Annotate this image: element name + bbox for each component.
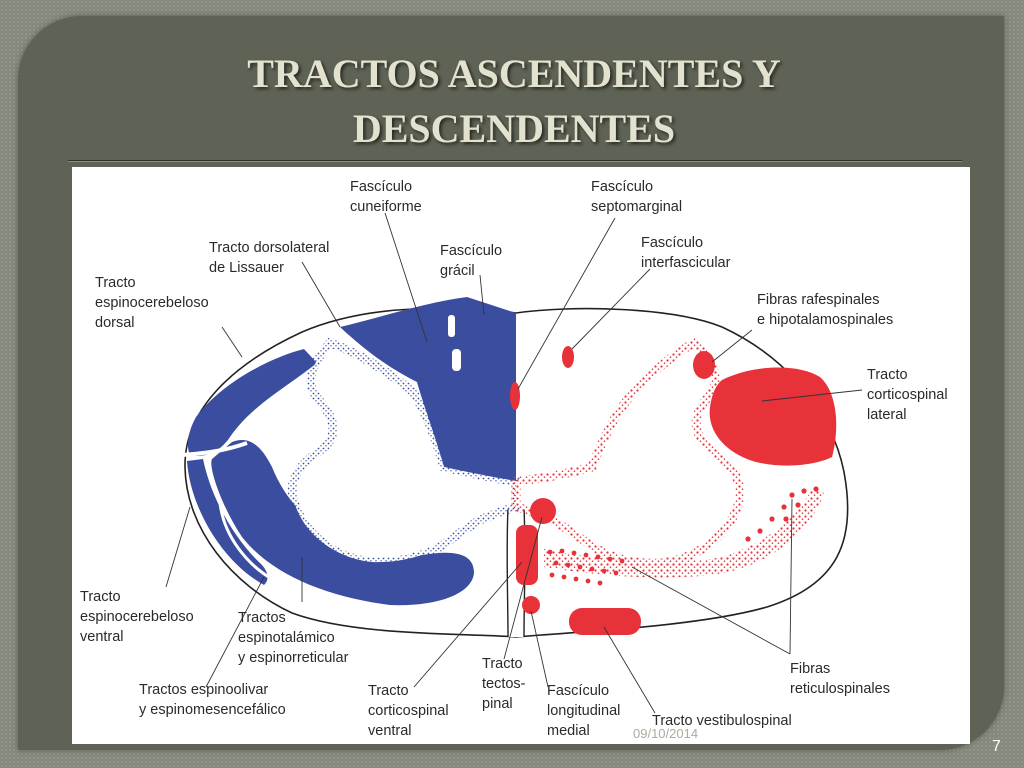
ventral-reticular-dots bbox=[547, 486, 819, 586]
svg-text:pinal: pinal bbox=[482, 696, 513, 712]
label-espinotalamico: Tractos espinotalámico y espinorreticula… bbox=[238, 610, 349, 666]
svg-text:Tracto: Tracto bbox=[482, 656, 523, 672]
label-corticospinal-ventral: Tracto corticospinal ventral bbox=[368, 683, 449, 739]
svg-text:y espinorreticular: y espinorreticular bbox=[238, 650, 349, 666]
svg-text:interfascicular: interfascicular bbox=[641, 255, 731, 271]
spinocerebellar-dorsal-blue bbox=[187, 349, 317, 456]
leader-lines bbox=[165, 212, 863, 714]
svg-text:medial: medial bbox=[547, 723, 590, 739]
slide-title: TRACTOS ASCENDENTES Y DESCENDENTES bbox=[68, 46, 960, 156]
label-corticospinal-lateral: Tracto corticospinal lateral bbox=[867, 367, 948, 423]
svg-text:Tracto: Tracto bbox=[368, 683, 409, 699]
svg-text:Tractos espinoolivar: Tractos espinoolivar bbox=[139, 682, 268, 698]
svg-text:Fascículo: Fascículo bbox=[350, 179, 412, 195]
slide-page-number: 7 bbox=[992, 738, 1001, 755]
svg-text:Fascículo: Fascículo bbox=[641, 235, 703, 251]
svg-text:Tracto dorsolateral: Tracto dorsolateral bbox=[209, 240, 329, 256]
medial-longitudinal-red bbox=[522, 596, 540, 614]
title-line-1: TRACTOS ASCENDENTES Y bbox=[247, 51, 781, 96]
svg-text:Fibras: Fibras bbox=[790, 661, 830, 677]
svg-text:septomarginal: septomarginal bbox=[591, 199, 682, 215]
svg-text:ventral: ventral bbox=[80, 629, 124, 645]
vestibulospinal-red bbox=[569, 608, 641, 635]
label-espinoolivar: Tractos espinoolivar y espinomesencefáli… bbox=[139, 682, 286, 718]
svg-text:cuneiforme: cuneiforme bbox=[350, 199, 422, 215]
tract-divider bbox=[181, 441, 248, 457]
svg-text:y espinomesencefálico: y espinomesencefálico bbox=[139, 702, 286, 718]
svg-text:Fascículo: Fascículo bbox=[591, 179, 653, 195]
label-fasciculo-cuneiforme: Fascículo cuneiforme bbox=[350, 179, 422, 215]
dorsal-columns-blue bbox=[340, 297, 516, 481]
label-espinocerebeloso-ventral: Tracto espinocerebeloso ventral bbox=[80, 589, 194, 645]
svg-text:corticospinal: corticospinal bbox=[867, 387, 948, 403]
title-line-2: DESCENDENTES bbox=[352, 106, 676, 151]
svg-text:Fibras rafespinales: Fibras rafespinales bbox=[757, 292, 880, 308]
corticospinal-ventral-red bbox=[516, 525, 538, 585]
svg-text:lateral: lateral bbox=[867, 407, 907, 423]
svg-text:Tracto: Tracto bbox=[95, 275, 136, 291]
svg-text:espinotalámico: espinotalámico bbox=[238, 630, 335, 646]
interfascicular-red bbox=[562, 346, 574, 368]
septum-mark-2 bbox=[452, 349, 461, 371]
spinothalamic-blue bbox=[211, 439, 474, 606]
label-espinocerebeloso-dorsal: Tracto espinocerebeloso dorsal bbox=[95, 275, 209, 331]
label-tracto-lissauer: Tracto dorsolateral de Lissauer bbox=[209, 240, 329, 276]
svg-text:Fascículo: Fascículo bbox=[547, 683, 609, 699]
gray-matter-right bbox=[511, 337, 745, 568]
svg-text:corticospinal: corticospinal bbox=[368, 703, 449, 719]
svg-text:ventral: ventral bbox=[368, 723, 412, 739]
spinal-cord-figure: Fascículo cuneiforme Fascículo septomarg… bbox=[72, 167, 970, 744]
svg-text:Tractos: Tractos bbox=[238, 610, 286, 626]
corticospinal-lateral-red bbox=[709, 367, 837, 466]
label-fasciculo-interfascicular: Fascículo interfascicular bbox=[641, 235, 731, 271]
title-divider bbox=[68, 160, 962, 162]
svg-text:Tracto: Tracto bbox=[867, 367, 908, 383]
label-tectospinal: Tracto tectos- pinal bbox=[482, 656, 526, 712]
spinal-cord-diagram: Fascículo cuneiforme Fascículo septomarg… bbox=[80, 179, 948, 739]
svg-text:e hipotalamospinales: e hipotalamospinales bbox=[757, 312, 893, 328]
svg-text:grácil: grácil bbox=[440, 263, 475, 279]
tectospinal-red bbox=[530, 498, 556, 524]
raphespinal-red bbox=[693, 351, 715, 379]
label-vestibulospinal: Tracto vestibulospinal bbox=[652, 713, 792, 729]
svg-text:reticulospinales: reticulospinales bbox=[790, 681, 890, 697]
reticulospinal-dots bbox=[544, 489, 824, 578]
tract-divider-2 bbox=[218, 502, 273, 581]
septum-mark-1 bbox=[448, 315, 455, 337]
label-fibras-reticulospinales: Fibras reticulospinales bbox=[790, 661, 890, 697]
label-fasciculo-longitudinal-medial: Fascículo longitudinal medial bbox=[547, 683, 620, 739]
svg-text:tectos-: tectos- bbox=[482, 676, 526, 692]
svg-text:Tracto: Tracto bbox=[80, 589, 121, 605]
svg-text:Fascículo: Fascículo bbox=[440, 243, 502, 259]
svg-text:espinocerebeloso: espinocerebeloso bbox=[95, 295, 209, 311]
svg-text:de Lissauer: de Lissauer bbox=[209, 260, 284, 276]
label-fasciculo-septomarginal: Fascículo septomarginal bbox=[591, 179, 682, 215]
septomarginal-red bbox=[510, 382, 520, 410]
svg-text:dorsal: dorsal bbox=[95, 315, 135, 331]
svg-text:espinocerebeloso: espinocerebeloso bbox=[80, 609, 194, 625]
gray-matter-left bbox=[287, 337, 521, 567]
spinocerebellar-ventral-blue bbox=[187, 459, 268, 585]
label-fasciculo-gracil: Fascículo grácil bbox=[440, 243, 502, 279]
slide-date: 09/10/2014 bbox=[633, 726, 699, 741]
svg-text:Tracto vestibulospinal: Tracto vestibulospinal bbox=[652, 713, 792, 729]
svg-text:longitudinal: longitudinal bbox=[547, 703, 620, 719]
label-fibras-rafespinales: Fibras rafespinales e hipotalamospinales bbox=[757, 292, 893, 328]
